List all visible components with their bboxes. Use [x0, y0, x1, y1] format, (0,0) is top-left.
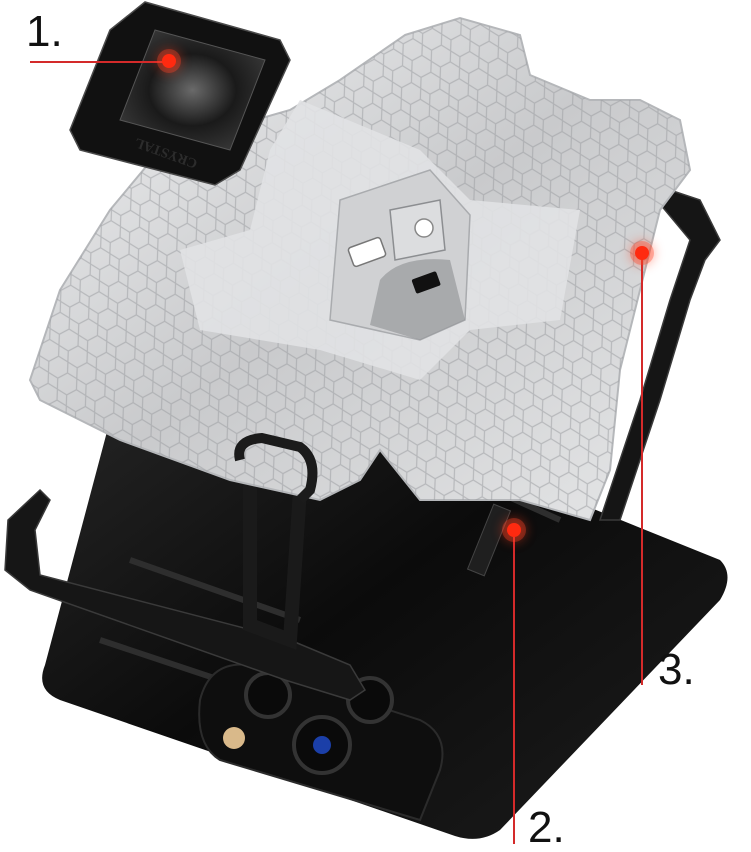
- callout-line-1: [30, 61, 170, 63]
- flash-icon: [223, 727, 245, 749]
- callout-dot-1: [162, 54, 176, 68]
- callout-dot-3: [635, 246, 649, 260]
- callout-label-1: 1.: [26, 7, 63, 56]
- ring-holder: CRYSTAL: [69, 1, 291, 186]
- callout-label-2: 2.: [528, 803, 565, 852]
- callout-line-2: [513, 530, 515, 844]
- callout-dot-2: [507, 523, 521, 537]
- callout-line-3: [641, 253, 643, 685]
- callout-label-3: 3.: [658, 645, 695, 694]
